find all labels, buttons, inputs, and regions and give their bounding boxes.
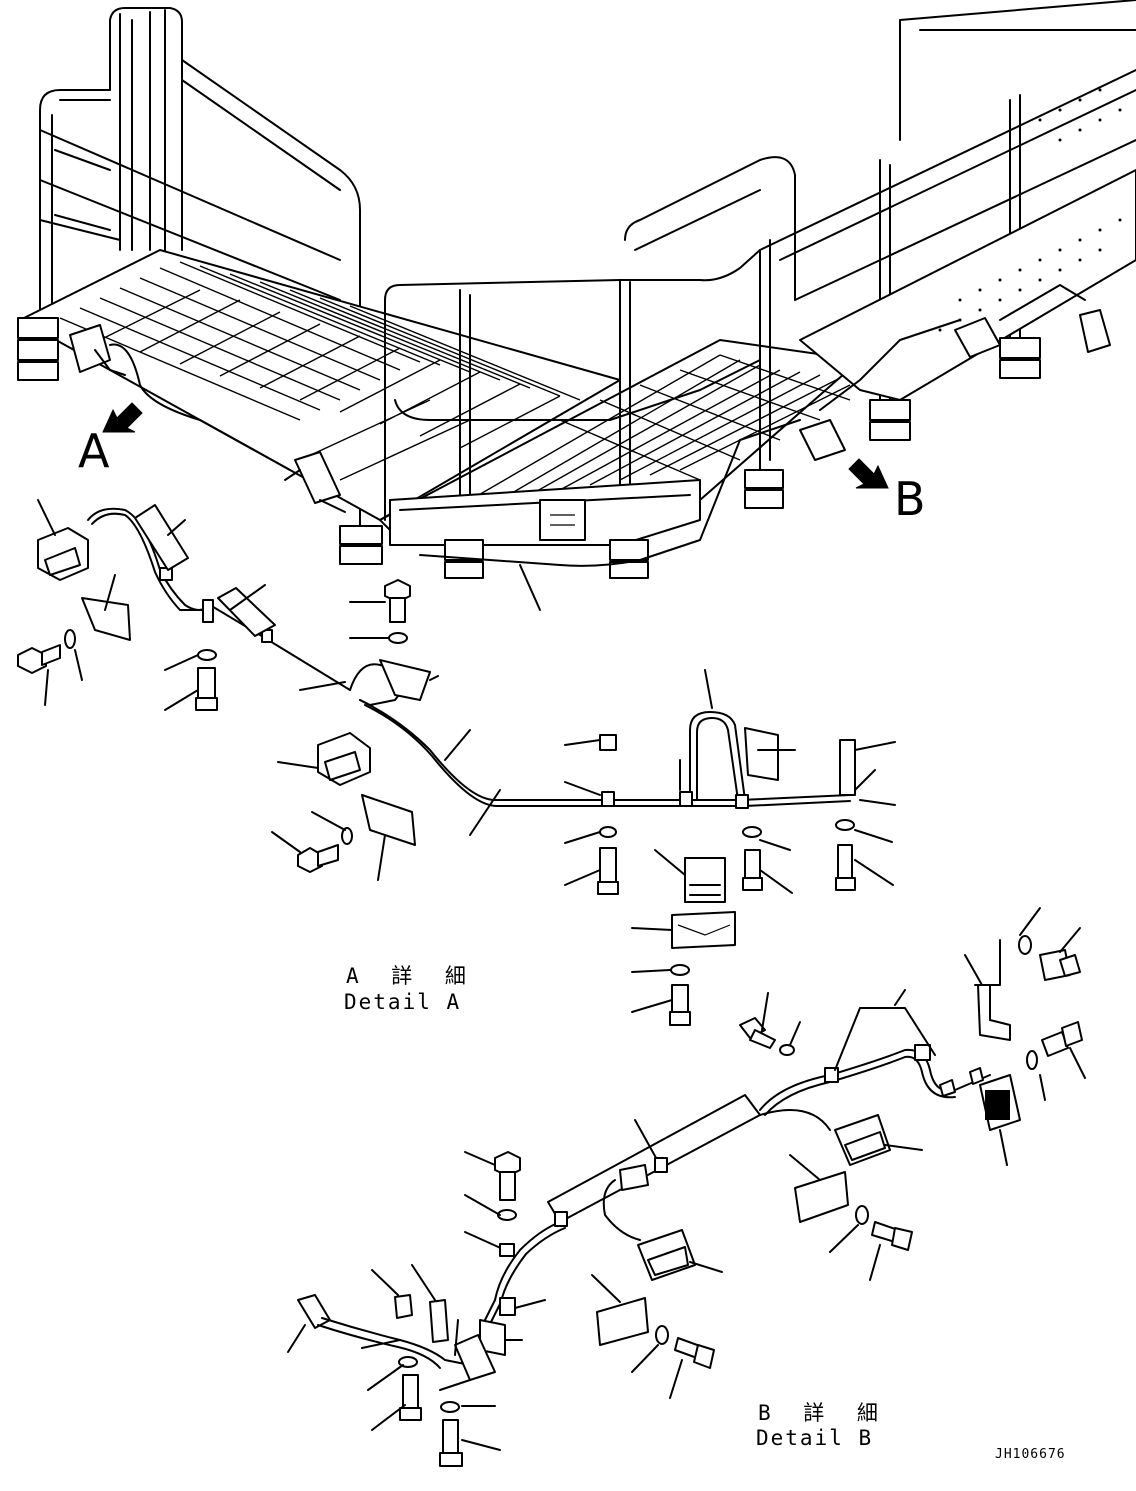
bolt-icon <box>1041 1021 1083 1057</box>
detail-a-assembly <box>17 499 896 1026</box>
bolt-icon <box>739 1017 776 1049</box>
bracket-icon <box>671 911 736 949</box>
bracket-icon <box>794 1171 849 1223</box>
view-arrow-a <box>102 402 143 433</box>
bracket-icon <box>596 1297 649 1346</box>
bolt-icon <box>384 579 411 623</box>
bolt-icon <box>674 1337 715 1369</box>
washer-icon <box>1018 935 1032 955</box>
bolt-icon <box>1039 949 1081 981</box>
bolt-icon <box>871 1221 913 1251</box>
work-lamp-icon <box>834 1114 891 1166</box>
drawing-code: JH106676 <box>995 1447 1066 1462</box>
view-label-a: A <box>78 424 110 478</box>
view-arrow-icon <box>102 402 143 433</box>
view-label-b: B <box>894 472 926 526</box>
bolt-icon <box>494 1151 521 1201</box>
perforated-plate <box>938 88 1122 332</box>
bolt-icon <box>669 984 691 1026</box>
detail-a-caption-jp: A 詳 細 <box>346 964 476 988</box>
washer-icon <box>670 964 690 976</box>
detail-b-caption-en: Detail B <box>756 1426 874 1450</box>
view-arrow-b <box>848 458 889 489</box>
detail-a-caption-en: Detail A <box>344 990 462 1014</box>
bracket-icon <box>977 984 1011 1041</box>
platform-assembly <box>17 0 1136 611</box>
washer-icon <box>388 632 408 644</box>
work-lamp-icon <box>317 732 371 786</box>
bolt-icon <box>297 844 339 873</box>
bracket-icon <box>81 597 131 641</box>
work-lamp-icon <box>637 1229 696 1281</box>
washer-icon <box>64 629 76 649</box>
work-lamp-icon <box>684 857 726 903</box>
view-arrow-icon <box>848 458 889 489</box>
bolt-icon <box>17 644 61 674</box>
washer-icon <box>779 1044 795 1056</box>
detail-b-assembly <box>287 907 1086 1467</box>
washer-icon <box>341 827 353 845</box>
bracket-icon <box>361 794 416 846</box>
work-lamp-icon <box>37 527 89 581</box>
detail-b-caption-jp: B 詳 細 <box>758 1401 888 1425</box>
